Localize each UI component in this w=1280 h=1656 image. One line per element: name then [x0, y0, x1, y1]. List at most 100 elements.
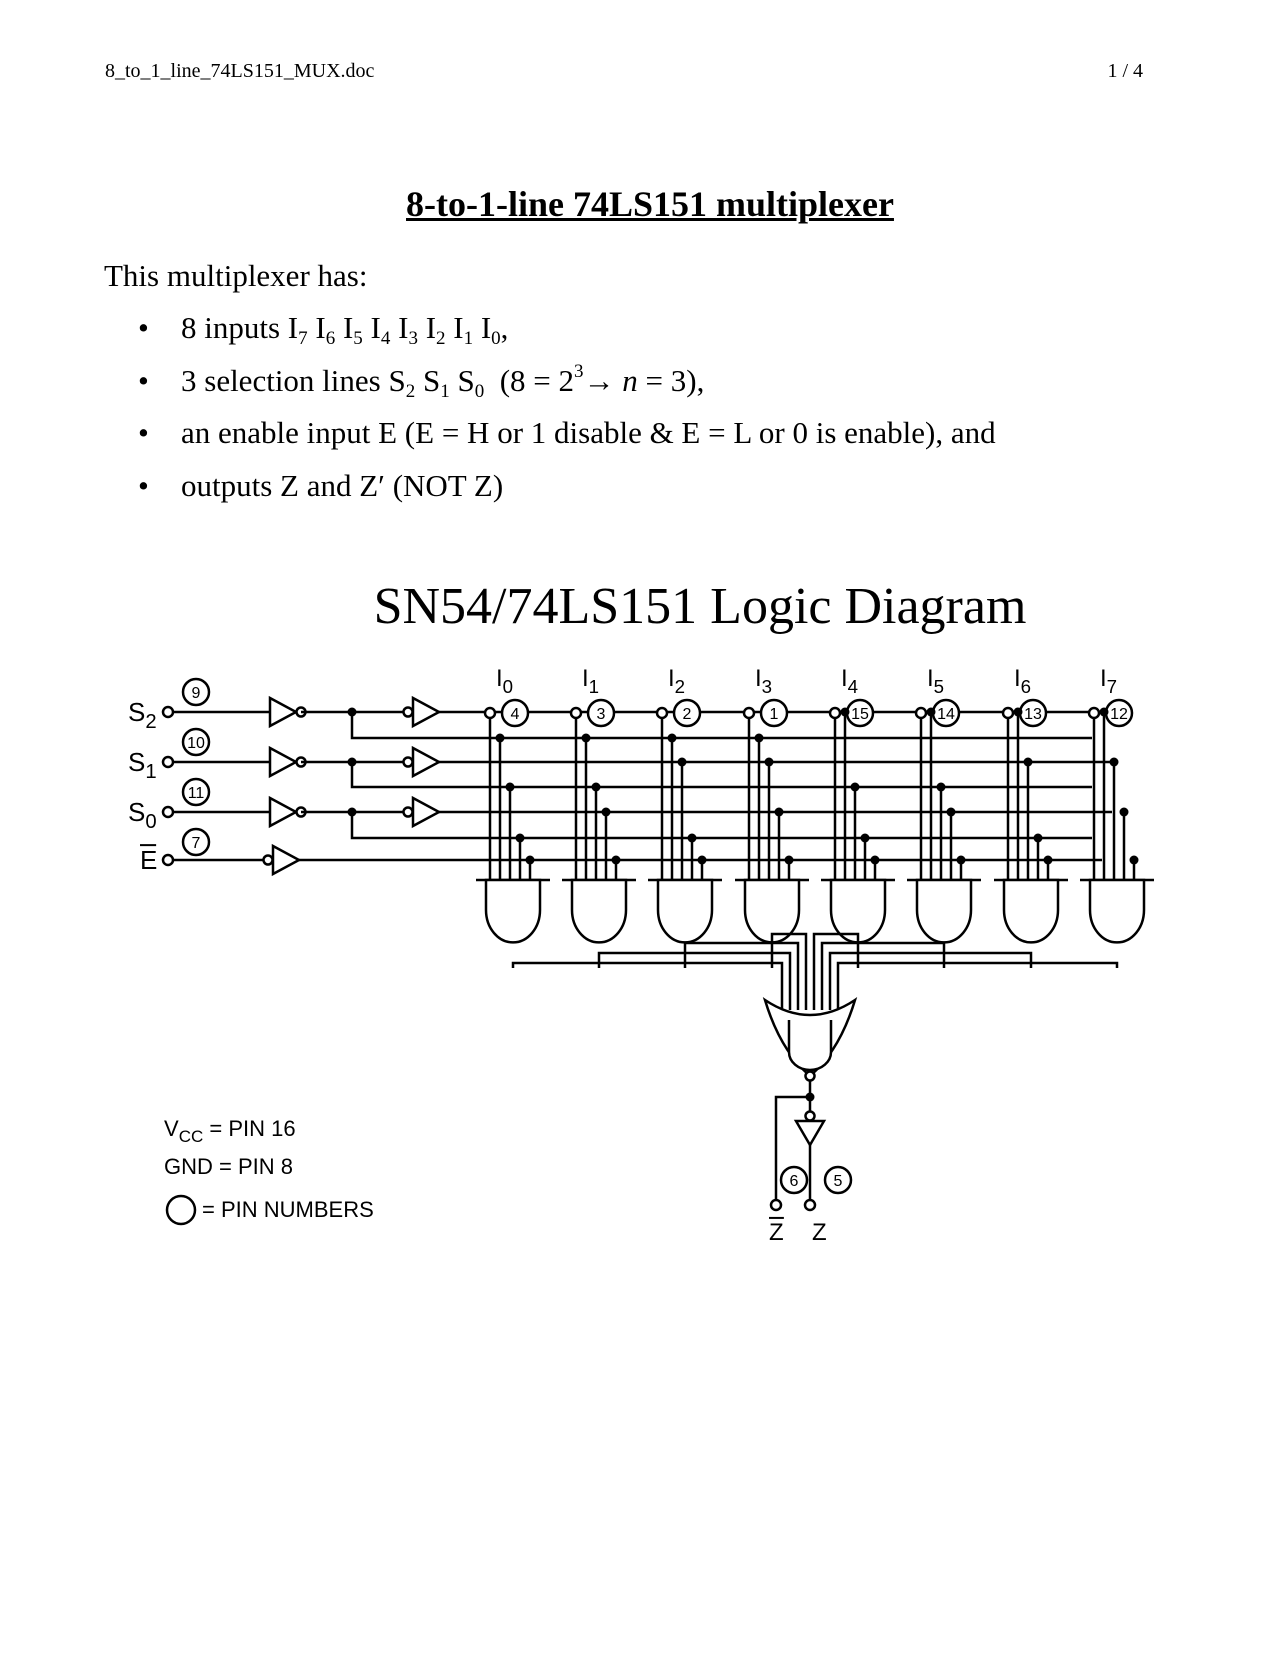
junction-dot — [611, 855, 621, 865]
junction-dot — [774, 807, 784, 817]
intro-text: This multiplexer has: — [104, 258, 368, 293]
junction-dot — [754, 733, 764, 743]
junction-dot — [505, 782, 515, 792]
junction-dot — [956, 855, 966, 865]
legend-pin-numbers: = PIN NUMBERS — [202, 1197, 374, 1222]
pin-number: 15 — [851, 706, 869, 723]
pin-terminal — [1001, 706, 1015, 720]
data-input-label-i1: I1 — [582, 665, 599, 697]
inversion-bubble — [402, 706, 414, 718]
or-gate-body — [787, 1020, 833, 1072]
circuit: S29S110S011E7I04I13I22I31I415I514I613I71… — [128, 665, 1154, 1246]
and-gate — [656, 878, 714, 944]
output-label-z: Z — [812, 1219, 827, 1246]
junction-dot — [697, 855, 707, 865]
gate-output-wire — [511, 961, 784, 1010]
pin-terminal — [161, 805, 175, 819]
output-wire-zbar — [774, 1095, 810, 1200]
pin-number: 10 — [187, 735, 205, 752]
junction-dot — [784, 855, 794, 865]
pin-circle-legend-icon — [165, 1194, 197, 1226]
pin-number-icon — [181, 677, 211, 707]
header-page-number: 1 / 4 — [1107, 60, 1143, 82]
and-gate — [570, 878, 628, 944]
junction-dot — [495, 733, 505, 743]
data-input-label-i0: I0 — [496, 665, 513, 697]
and-gate — [484, 878, 542, 944]
pin-number: 11 — [188, 785, 205, 802]
junction-dot — [860, 833, 870, 843]
select-true-wire — [350, 762, 1092, 789]
pin-number-icon — [759, 698, 789, 728]
inverter-gate — [411, 695, 442, 729]
and-gate — [1088, 878, 1146, 944]
pin-terminal — [161, 705, 175, 719]
pin-terminal — [769, 1198, 783, 1212]
select-label-s0: S0 — [128, 797, 157, 833]
header-filename: 8_to_1_line_74LS151_MUX.doc — [105, 60, 375, 82]
data-input-label-i7: I7 — [1100, 665, 1117, 697]
junction-dot — [581, 733, 591, 743]
pin-number-icon — [181, 777, 211, 807]
inverter-gate — [268, 695, 299, 729]
junction-dot — [677, 757, 687, 767]
and-gate — [915, 878, 973, 944]
gate-output-wire — [820, 941, 946, 1010]
pin-number-icon — [500, 698, 530, 728]
pin-number: 7 — [192, 835, 201, 852]
gate-output-wire — [828, 951, 1033, 1010]
pin-terminal — [569, 706, 583, 720]
pin-number: 4 — [511, 706, 520, 723]
junction-dot — [601, 807, 611, 817]
pin-terminal — [803, 1198, 817, 1212]
pin-number-icon — [181, 727, 211, 757]
pin-number: 13 — [1024, 706, 1042, 723]
gate-output-wire — [770, 932, 808, 1010]
gate-output-wire — [597, 951, 792, 1010]
select-label-s1: S1 — [128, 747, 157, 783]
bullet-icon: • — [138, 467, 149, 503]
junction-dot — [525, 855, 535, 865]
diagram-title: SN54/74LS151 Logic Diagram — [374, 578, 1027, 635]
junction-dot — [850, 782, 860, 792]
gate-output-wire — [683, 941, 800, 1010]
pin-number-icon — [672, 698, 702, 728]
junction-dot — [1023, 757, 1033, 767]
inversion-bubble — [804, 1110, 816, 1122]
junction-dot — [926, 707, 936, 717]
inverter-gate — [268, 745, 299, 779]
pin-terminal — [655, 706, 669, 720]
inversion-bubble — [262, 854, 274, 866]
pin-terminal — [483, 706, 497, 720]
gate-output-wire — [836, 961, 1119, 1010]
pin-terminal — [742, 706, 756, 720]
pin-number: 5 — [834, 1173, 843, 1190]
select-label-s2: S2 — [128, 697, 157, 733]
pin-number-icon — [823, 1165, 853, 1195]
junction-dot — [667, 733, 677, 743]
pin-number: 1 — [770, 706, 779, 723]
pin-terminal — [828, 706, 842, 720]
legend-vcc: VCC = PIN 16 — [164, 1116, 296, 1146]
pin-terminal — [914, 706, 928, 720]
junction-dot — [591, 782, 601, 792]
pin-number: 9 — [192, 685, 201, 702]
select-true-wire — [350, 712, 1092, 740]
junction-dot — [1043, 855, 1053, 865]
pin-terminal — [1087, 706, 1101, 720]
inversion-bubble — [804, 1070, 816, 1082]
data-input-label-i4: I4 — [841, 665, 858, 697]
pin-number-icon — [779, 1165, 809, 1195]
pin-terminal — [161, 755, 175, 769]
junction-dot — [1129, 855, 1139, 865]
pin-number: 6 — [790, 1173, 799, 1190]
bullet-icon: • — [138, 310, 149, 345]
pin-number: 14 — [937, 706, 955, 723]
enable-label: E — [140, 845, 157, 875]
junction-dot — [946, 807, 956, 817]
inverter-gate — [268, 795, 299, 829]
data-input-label-i5: I5 — [927, 665, 944, 697]
inverter-gate — [793, 1119, 827, 1148]
junction-dot — [936, 782, 946, 792]
